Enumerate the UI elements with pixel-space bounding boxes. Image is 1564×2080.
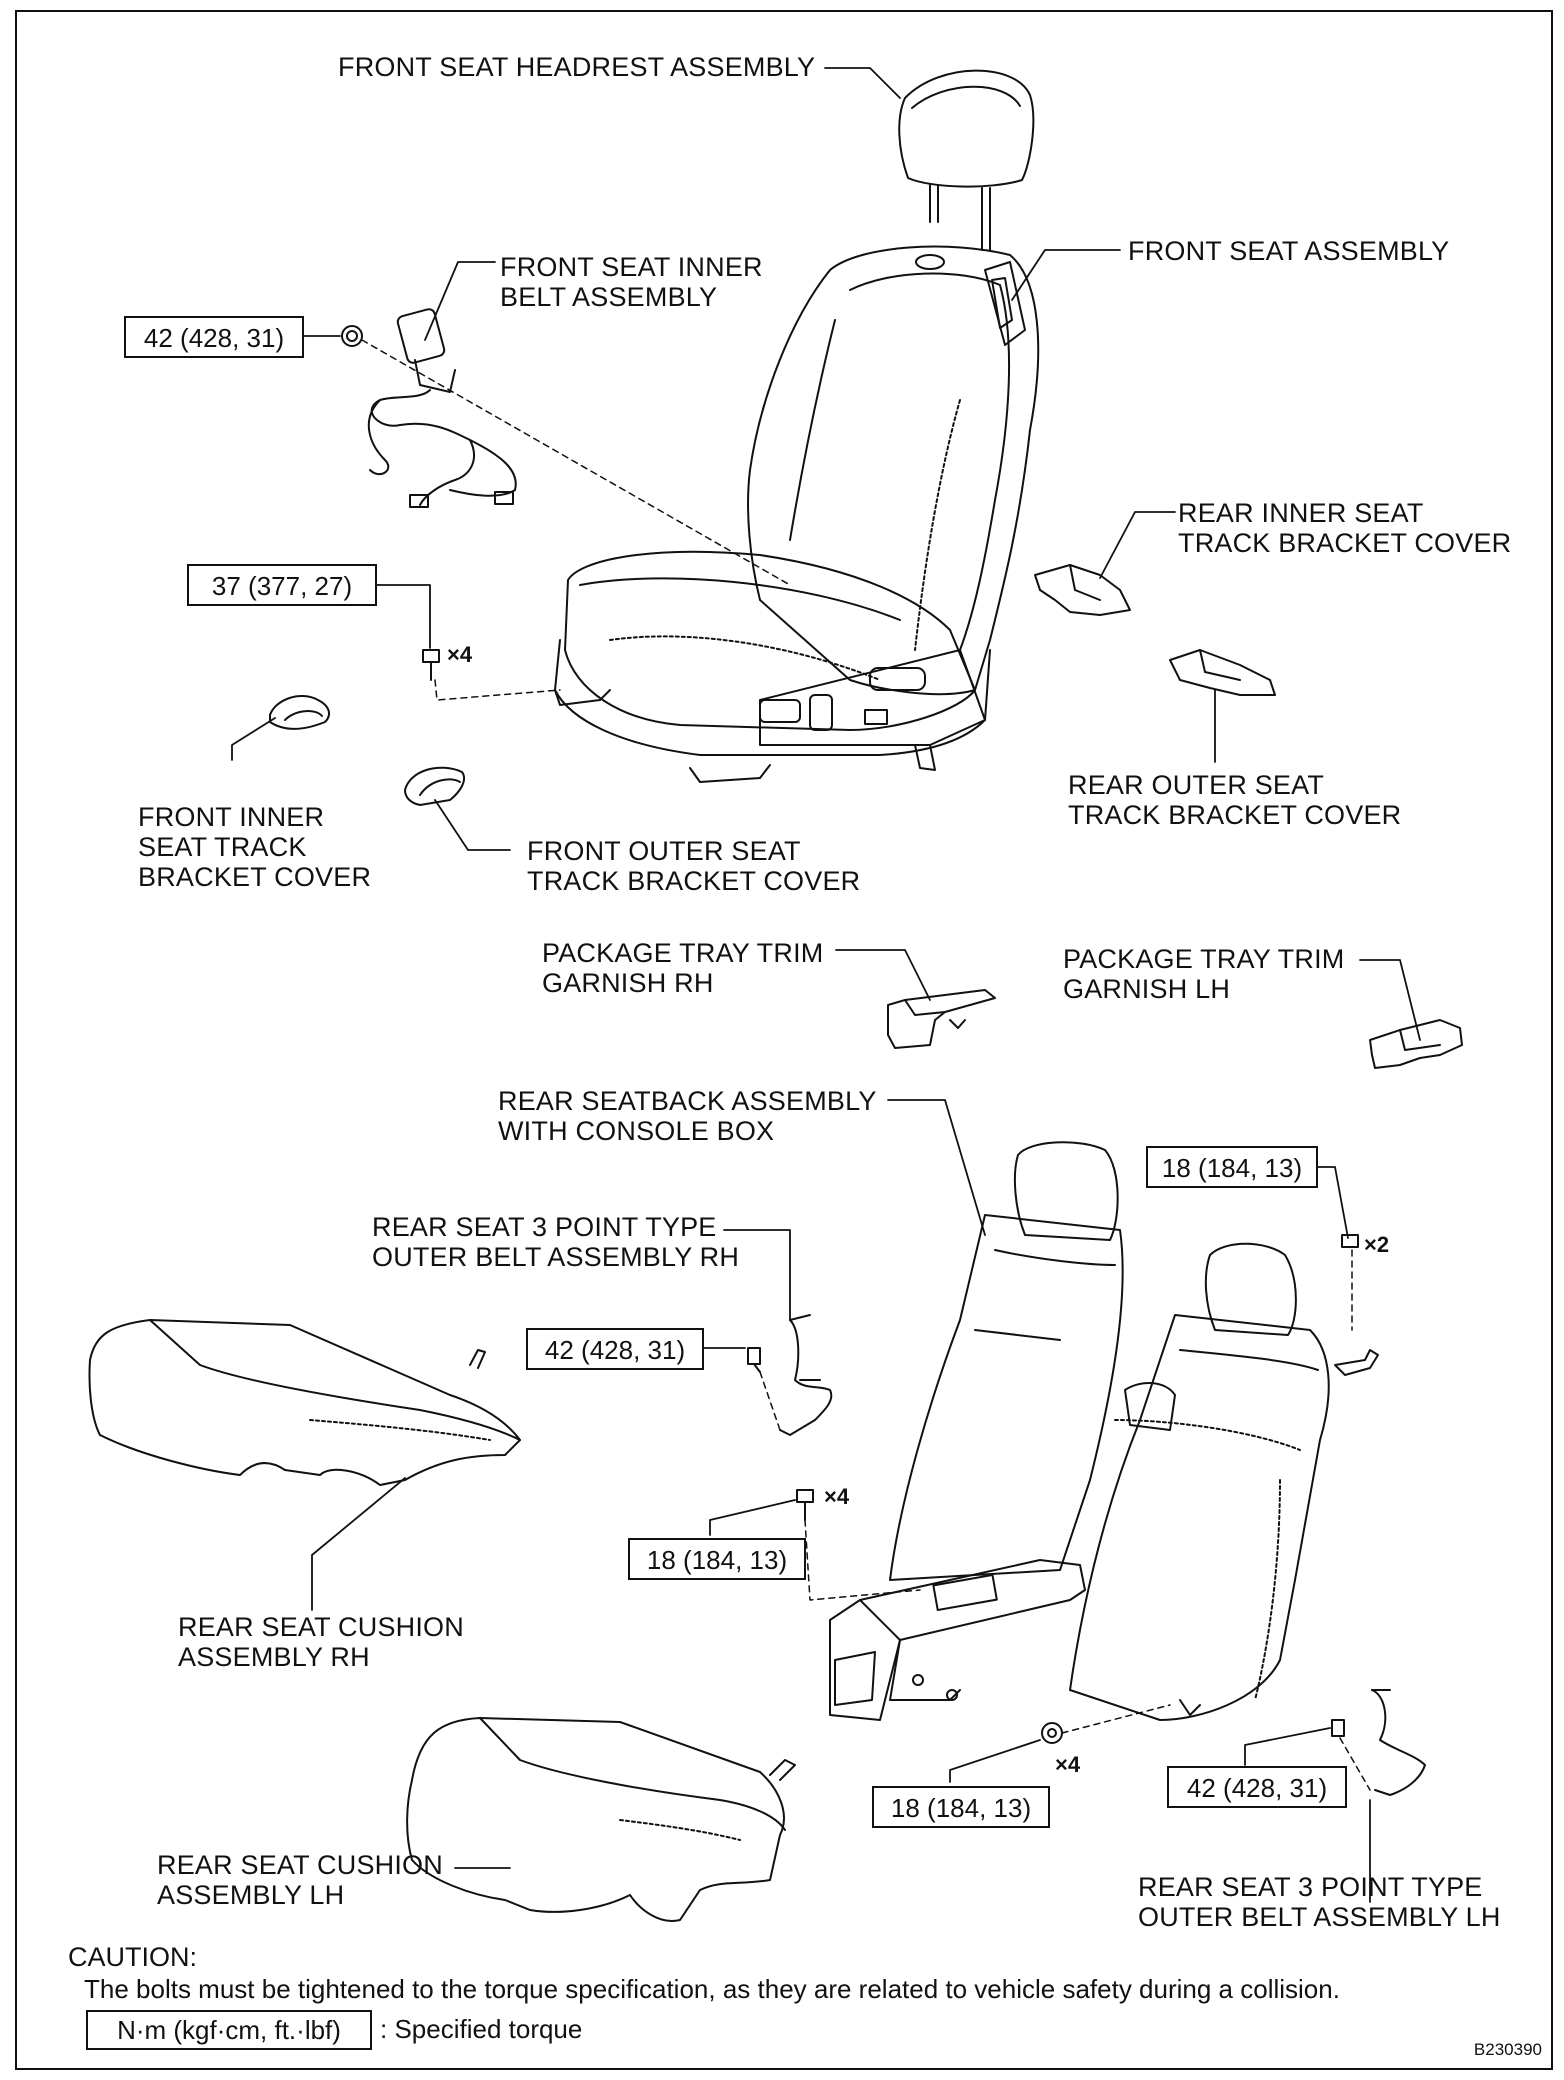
track-covers-drawing [269,564,1276,806]
label-front-inner-track-cover: FRONT INNER SEAT TRACK BRACKET COVER [138,802,372,892]
label-rear-cushion-rh: REAR SEAT CUSHION ASSEMBLY RH [178,1612,464,1672]
package-tray-garnish-drawing [887,989,1463,1069]
label-rear-belt-lh: REAR SEAT 3 POINT TYPE OUTER BELT ASSEMB… [1138,1872,1501,1932]
torque-box-seatback-top: 18 (184, 13) [1146,1146,1318,1188]
torque-box-rear-belt-rh: 42 (428, 31) [526,1328,704,1370]
multiplier-console: ×4 [824,1484,850,1509]
label-rear-seatback: REAR SEATBACK ASSEMBLY WITH CONSOLE BOX [498,1086,877,1146]
label-package-tray-rh: PACKAGE TRAY TRIM GARNISH RH [542,938,824,998]
caution-title: CAUTION: [68,1942,198,1972]
multiplier-front-seat: ×4 [447,642,473,667]
label-front-seat: FRONT SEAT ASSEMBLY [1128,236,1450,266]
rear-seatback-drawing [829,1141,1379,1721]
torque-box-rear-belt-lh: 42 (428, 31) [1167,1766,1347,1808]
leader-lines [231,67,1421,1903]
torque-box-console: 18 (184, 13) [628,1538,806,1580]
label-front-inner-belt: FRONT SEAT INNER BELT ASSEMBLY [500,252,763,312]
label-rear-outer-track-cover: REAR OUTER SEAT TRACK BRACKET COVER [1068,770,1402,830]
multiplier-seatback-top: ×2 [1364,1232,1390,1257]
front-seat-drawing [554,245,1040,783]
label-rear-inner-track-cover: REAR INNER SEAT TRACK BRACKET COVER [1178,498,1512,558]
label-front-headrest: FRONT SEAT HEADREST ASSEMBLY [338,52,816,82]
assembly-dashed-lines [361,339,1371,1791]
label-front-outer-track-cover: FRONT OUTER SEAT TRACK BRACKET COVER [527,836,861,896]
torque-legend-text: : Specified torque [380,2014,583,2044]
rear-belt-rh-drawing [779,1314,833,1436]
rear-cushion-rh-drawing [88,1319,521,1486]
torque-box-seatback-bottom: 18 (184, 13) [872,1786,1050,1828]
label-package-tray-lh: PACKAGE TRAY TRIM GARNISH LH [1063,944,1345,1004]
rear-cushion-lh-drawing [406,1717,796,1922]
multiplier-seatback-bottom: ×4 [1055,1752,1081,1777]
front-headrest-drawing [898,69,1035,251]
label-rear-belt-rh: REAR SEAT 3 POINT TYPE OUTER BELT ASSEMB… [372,1212,740,1272]
front-inner-belt-drawing [341,308,517,508]
torque-box-front-seat: 37 (377, 27) [187,564,377,606]
torque-box-front-belt: 42 (428, 31) [124,316,304,358]
torque-unit-legend: N·m (kgf·cm, ft.·lbf) [86,2010,372,2050]
figure-frame [15,10,1553,2070]
rear-belt-lh-drawing [1371,1689,1426,1796]
label-rear-cushion-lh: REAR SEAT CUSHION ASSEMBLY LH [157,1850,443,1910]
caution-text: The bolts must be tightened to the torqu… [84,1974,1340,2004]
figure-id: B230390 [1473,2040,1542,2059]
